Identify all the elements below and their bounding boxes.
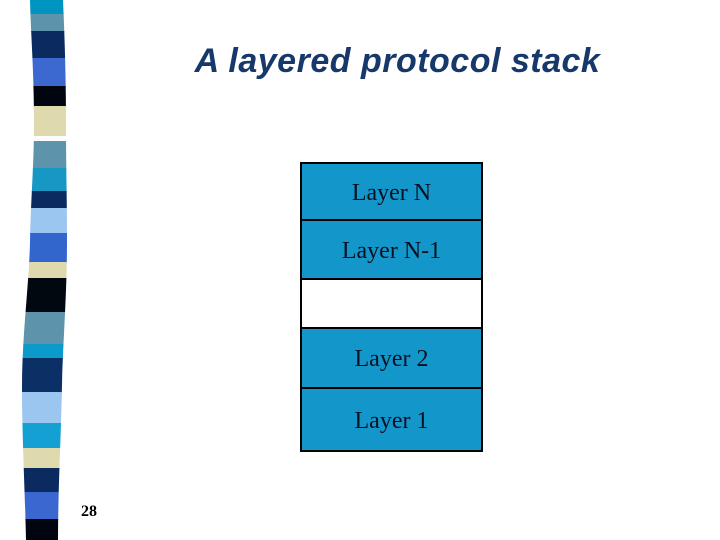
layer-box-2: Layer 2 <box>302 329 481 389</box>
page-title: A layered protocol stack <box>194 42 601 80</box>
layer-box-1: Layer 1 <box>302 389 481 450</box>
layer-label: Layer N <box>351 179 432 206</box>
page-number: 28 <box>81 503 97 520</box>
layer-box-spacer <box>302 280 481 329</box>
decorative-ribbon-icon <box>22 0 67 540</box>
layer-label: Layer N-1 <box>341 237 442 264</box>
protocol-stack-diagram: Layer N Layer N-1 Layer 2 Layer 1 <box>300 162 483 452</box>
layer-box-n-1: Layer N-1 <box>302 221 481 280</box>
layer-box-n: Layer N <box>302 164 481 221</box>
layer-label: Layer 2 <box>354 346 429 372</box>
layer-label: Layer 1 <box>354 407 429 434</box>
